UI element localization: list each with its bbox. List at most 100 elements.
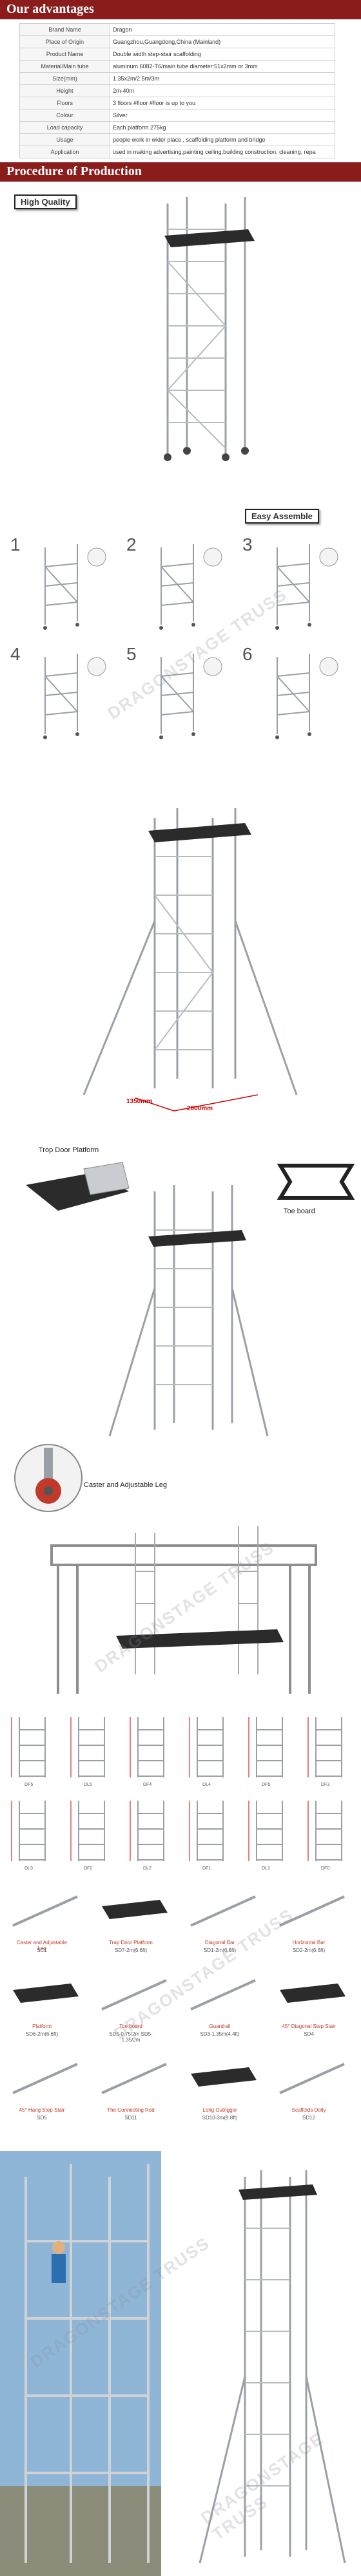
step-number: 1 <box>10 535 21 554</box>
trap-door-image <box>19 1159 135 1224</box>
component-name: 45° Diagonal Step Stair <box>282 2023 336 2029</box>
step-number: 2 <box>126 535 137 554</box>
spec-key: Place of Origin <box>19 35 110 48</box>
toe-board-caption: Toe board <box>284 1208 315 1215</box>
spec-value: 3 floors #floor #floor is up to you <box>110 97 335 109</box>
procedure-banner: Procedure of Production <box>0 162 361 182</box>
spec-key: Load capacity <box>19 121 110 134</box>
advantages-banner: Our advantages <box>0 0 361 19</box>
frame-item: DL2 <box>124 1797 178 1871</box>
assembly-step-4: 4 <box>6 644 119 747</box>
component-code: SD5-0.75/2m SD5-1.35/2m <box>109 2031 153 2043</box>
toe-board-image <box>277 1159 355 1204</box>
frame-label: DL4 <box>202 1783 211 1787</box>
procedure-title: Procedure of Production <box>6 164 142 178</box>
component-name: Platform <box>32 2023 52 2029</box>
frame-label: DF0 <box>321 1866 330 1871</box>
spec-value: Double width step-stair scaffolding <box>110 48 335 61</box>
component-code: SD2-2m(6.6ft) <box>292 1947 326 1953</box>
component-code: SC1 <box>37 1947 47 1953</box>
spec-key: Height <box>19 84 110 97</box>
assembly-step-3: 3 <box>239 535 351 638</box>
component-name: Guardrail <box>209 2023 231 2029</box>
frame-item: DF1 <box>183 1797 237 1871</box>
assembly-step-2: 2 <box>122 535 235 638</box>
spec-value: Silver <box>110 109 335 122</box>
frame-label: DF5 <box>24 1783 34 1787</box>
spec-key: Material/Main tube <box>19 60 110 73</box>
easy-assemble-label: Easy Assemble <box>251 511 313 521</box>
component-code: SD1-2m(6.6ft) <box>203 1947 237 1953</box>
step-number: 4 <box>10 644 21 664</box>
frame-item: DL3 <box>5 1797 59 1871</box>
component-name: Long Outrigger <box>202 2107 237 2113</box>
assembly-step-5: 5 <box>122 644 235 747</box>
frame-item: DF3 <box>302 1713 356 1787</box>
frame-item: DF0 <box>302 1797 356 1871</box>
frame-label: DF4 <box>143 1783 152 1787</box>
spec-key: Usage <box>19 133 110 146</box>
scaffold-dimension-image <box>64 792 309 1121</box>
spec-key: Size(mm) <box>19 72 110 85</box>
component-name: Caster and Adjustable Leg <box>16 1940 68 1951</box>
frame-label: DL3 <box>24 1866 33 1871</box>
component-code: SD6-2m(6.6ft) <box>25 2031 59 2037</box>
spec-value: people work in wider place , scaffolding… <box>110 133 335 146</box>
worker-photo <box>0 2151 161 2576</box>
spec-key: Floors <box>19 97 110 109</box>
frame-label: DF5 <box>262 1783 271 1787</box>
advantages-title: Our advantages <box>6 2 94 16</box>
component-code: SD12 <box>302 2115 315 2121</box>
spec-key: Product Name <box>19 48 110 61</box>
assembly-step-1: 1 <box>6 535 119 638</box>
trap-door-caption: Trop Door Platform <box>39 1146 99 1154</box>
frame-label: DL2 <box>143 1866 151 1871</box>
frame-label: DL5 <box>84 1783 92 1787</box>
component-code: SD11 <box>124 2115 137 2121</box>
scaffold-hero-image <box>142 191 271 468</box>
spec-value: 2m-40m <box>110 84 335 97</box>
easy-assemble-tag: Easy Assemble <box>245 509 319 524</box>
component-name: 45° Hang Step Stair <box>19 2107 65 2113</box>
spec-value: Dragon <box>110 23 335 36</box>
scaffold-feature-image <box>103 1172 271 1443</box>
component-name: Diagonal Bar <box>204 1940 235 1946</box>
frame-label: DF2 <box>84 1866 93 1871</box>
caster-image <box>13 1443 84 1513</box>
frame-label: DF1 <box>202 1866 211 1871</box>
truss-structure-image <box>39 1520 329 1700</box>
frame-label: DF3 <box>321 1783 330 1787</box>
component-name: Horizontal Bar <box>292 1940 326 1946</box>
step-number: 3 <box>242 535 253 554</box>
spec-key: Colour <box>19 109 110 122</box>
spec-value: 1.35x2m/2.5m/3m <box>110 72 335 85</box>
spec-value: Guangzhou,Guangdong,China (Mainland) <box>110 35 335 48</box>
component-code: SD3-1.35m(4.4ft) <box>200 2031 240 2037</box>
component-name: The Connecting Rod <box>107 2107 155 2113</box>
dimension-width: 1350mm <box>126 1098 153 1105</box>
spec-value: used in making advertising,painting ceil… <box>110 146 335 158</box>
component-name: Scaffolds Dolly <box>291 2107 326 2113</box>
spec-key: Brand Name <box>19 23 110 36</box>
spec-value: Each platform 275kg <box>110 121 335 134</box>
